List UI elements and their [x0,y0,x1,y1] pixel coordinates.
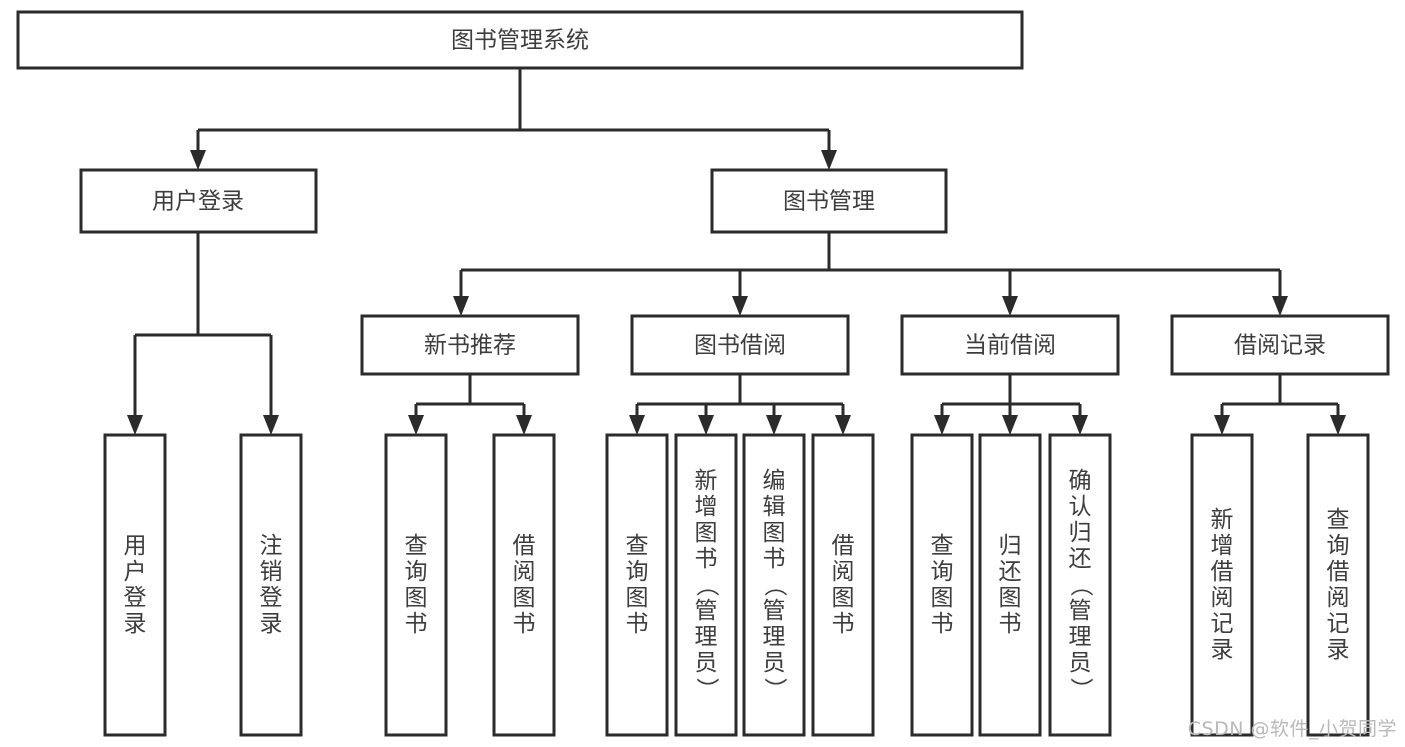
node-box-l4-cur-query-book[interactable] [910,433,974,737]
node-box-l4-rec-query-record[interactable] [1306,433,1370,737]
node-box-l4-user-login[interactable] [103,433,167,737]
node-box-user-login[interactable] [79,168,318,234]
arrow-to-user-login [190,150,206,170]
connector-root-to-level2 [196,68,831,152]
node-label-new-book-rec: 新书推荐 [424,333,516,359]
csdn-watermark: CSDN @软件_小贺同学 [1187,718,1397,740]
node-box-l4-rec-borrow-book[interactable] [492,433,556,737]
arrow-to-borrow-edit-book [766,415,782,435]
arrow-to-borrow-query-book [629,415,645,435]
arrow-to-borrow-add-book [698,415,714,435]
arrow-to-cur-return-book [1002,415,1018,435]
arrow-to-new-book-rec [453,296,469,316]
connector-user-login-to-children [133,232,273,417]
arrow-to-book-mgmt [821,150,837,170]
connector-new-book-rec-to-children [414,374,526,417]
connector-book-borrow-to-children [635,374,845,417]
node-label-user-login: 用户登录 [152,189,244,215]
node-box-l4-logout[interactable] [239,433,303,737]
node-box-book-mgmt[interactable] [710,168,948,234]
arrow-to-l4-logout [263,415,279,435]
node-label-current-borrow: 当前借阅 [964,333,1056,359]
node-label-borrow-record: 借阅记录 [1234,333,1326,359]
arrow-to-borrow-borrow-book [835,415,851,435]
node-box-new-book-rec[interactable] [360,314,580,376]
arrow-to-cur-confirm-return [1072,415,1088,435]
arrow-to-current-borrow [1002,296,1018,316]
node-box-l4-cur-confirm-return[interactable] [1048,433,1112,737]
connector-book-mgmt-to-level3 [459,232,1282,298]
arrow-to-book-borrow [732,296,748,316]
arrow-to-rec-query-record [1330,415,1346,435]
node-label-root: 图书管理系统 [451,28,589,54]
arrow-to-rec-add-record [1214,415,1230,435]
arrow-to-l4-user-login [127,415,143,435]
node-box-l4-rec-add-record[interactable] [1190,433,1254,737]
connector-current-borrow-to-children [940,374,1082,417]
connector-borrow-record-to-children [1220,374,1340,417]
nodes-layer [16,10,1390,737]
node-box-l4-cur-return-book[interactable] [978,433,1042,737]
arrow-to-rec-query-book [408,415,424,435]
connectors-layer [127,68,1346,435]
node-box-l4-borrow-borrow-book[interactable] [811,433,875,737]
node-box-current-borrow[interactable] [900,314,1120,376]
node-box-book-borrow[interactable] [630,314,850,376]
arrow-to-rec-borrow-book [516,415,532,435]
arrow-to-borrow-record [1272,296,1288,316]
arrow-to-cur-query-book [934,415,950,435]
labels-layer: 图书管理系统 用户登录 图书管理 新书推荐 图书借阅 当前借阅 借阅记录 [152,28,1326,359]
node-box-root[interactable] [16,10,1024,70]
node-box-borrow-record[interactable] [1170,314,1390,376]
node-box-l4-borrow-query-book[interactable] [605,433,669,737]
node-label-book-borrow: 图书借阅 [694,333,786,359]
node-box-l4-rec-query-book[interactable] [384,433,448,737]
node-label-book-mgmt: 图书管理 [783,189,875,215]
node-box-l4-borrow-edit-book[interactable] [742,433,806,737]
node-box-l4-borrow-add-book[interactable] [674,433,738,737]
